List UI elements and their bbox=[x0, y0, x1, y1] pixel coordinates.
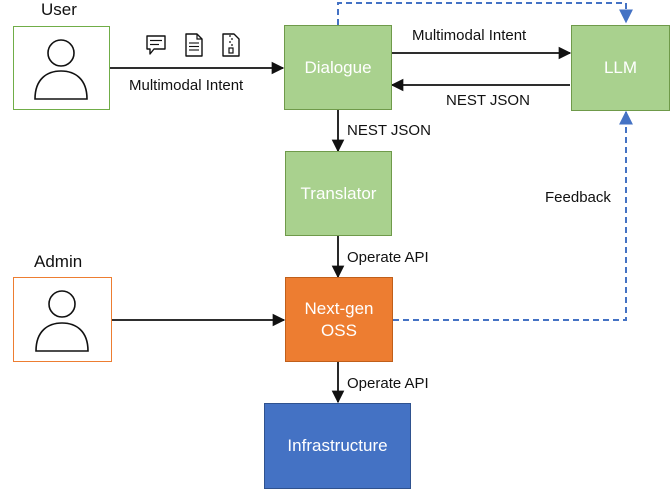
llm-node: LLM bbox=[571, 25, 670, 111]
dialogue-node: Dialogue bbox=[284, 25, 392, 110]
edge-label-llm-to-dialogue: NEST JSON bbox=[446, 92, 530, 109]
oss-label-line1: Next-gen bbox=[304, 298, 374, 318]
user-label: User bbox=[41, 0, 77, 19]
edge-label-translator-to-oss: Operate API bbox=[347, 249, 429, 266]
edge-dialogue-to-llm-dashed bbox=[337, 2, 633, 25]
translator-node: Translator bbox=[285, 151, 392, 236]
person-icon bbox=[35, 290, 89, 352]
user-actor bbox=[13, 26, 110, 110]
person-icon bbox=[34, 39, 88, 100]
edge-label-oss-to-infrastructure: Operate API bbox=[347, 375, 429, 392]
edge-oss-to-llm-feedback bbox=[393, 110, 633, 321]
edge-label-dialogue-to-llm: Multimodal Intent bbox=[412, 27, 527, 44]
oss-label-line2: OSS bbox=[321, 320, 357, 340]
oss-node: Next-gen OSS bbox=[285, 277, 393, 362]
chat-bubble-icon bbox=[146, 35, 166, 55]
infrastructure-node: Infrastructure bbox=[264, 403, 411, 489]
edge-label-feedback: Feedback bbox=[545, 189, 611, 206]
admin-actor bbox=[13, 277, 112, 362]
admin-label: Admin bbox=[34, 252, 83, 271]
edge-label-user-to-dialogue: Multimodal Intent bbox=[129, 77, 244, 94]
document-icon bbox=[185, 33, 203, 57]
zip-file-icon bbox=[222, 33, 240, 57]
edge-label-dialogue-to-translator: NEST JSON bbox=[347, 122, 431, 139]
